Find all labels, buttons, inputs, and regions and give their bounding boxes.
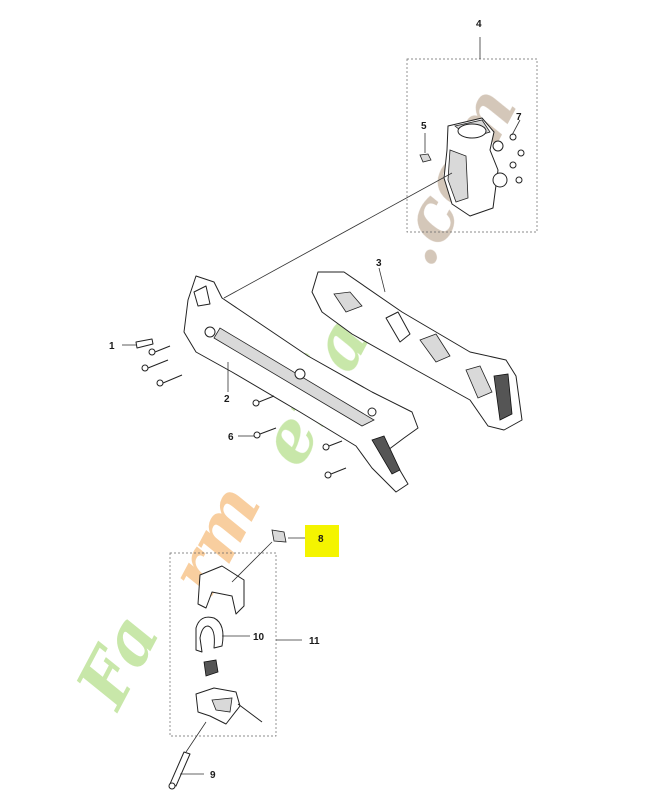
part-9-bolt — [169, 751, 191, 787]
part-3-frame — [311, 267, 523, 431]
part-11-group — [168, 541, 302, 790]
callouts: 1 2 3 4 5 6 7 8 9 10 11 — [109, 19, 522, 781]
part-1-screws — [122, 338, 183, 387]
part-8-piece — [271, 529, 287, 543]
part-11-box — [169, 552, 277, 737]
callout-8: 8 — [318, 534, 324, 545]
callout-2: 2 — [224, 394, 230, 405]
part-8-highlight — [305, 525, 339, 557]
callout-9: 9 — [210, 770, 216, 781]
part-6-screws — [238, 395, 347, 479]
callout-11: 11 — [309, 636, 320, 647]
part-4-group — [406, 37, 538, 233]
callout-1: 1 — [109, 341, 115, 352]
callout-7: 7 — [516, 112, 522, 123]
part-7-screws — [509, 133, 525, 184]
part-2-handle-cover — [183, 275, 419, 493]
callout-10: 10 — [253, 632, 265, 643]
part-10-loop — [195, 616, 224, 653]
part-4-box — [406, 58, 538, 233]
callout-3: 3 — [376, 258, 382, 269]
watermark-text-green-1: Fa — [59, 600, 176, 721]
callout-6: 6 — [228, 432, 234, 443]
part-5-nut — [419, 153, 432, 163]
callout-4: 4 — [476, 19, 482, 30]
part-8-group — [271, 525, 339, 557]
callout-5: 5 — [421, 121, 427, 132]
